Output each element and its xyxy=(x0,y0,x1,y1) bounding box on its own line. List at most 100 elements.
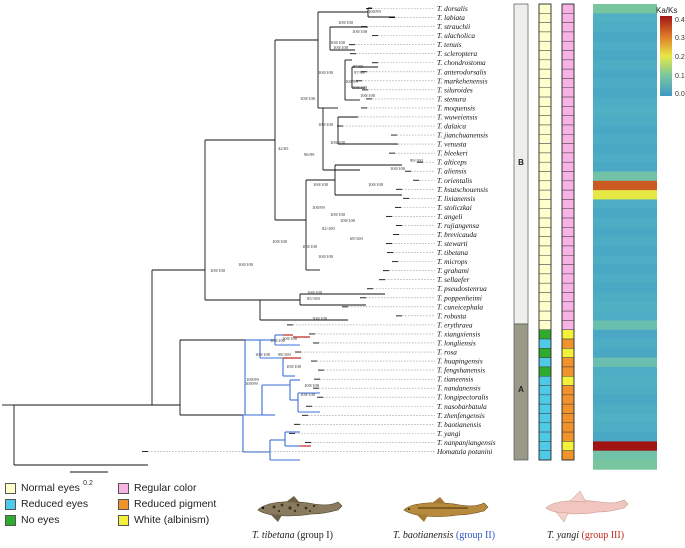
fish-image-baotianensis xyxy=(403,497,489,522)
eye-cell xyxy=(538,413,552,424)
pigment-cell xyxy=(561,199,575,209)
pigment-cell xyxy=(561,115,575,126)
pigment-cell xyxy=(561,357,575,368)
kaks-cell xyxy=(593,199,657,210)
support-value: 100/100 xyxy=(210,268,226,273)
kaks-cell xyxy=(593,376,657,386)
eye-cell xyxy=(538,422,552,433)
support-value: 42/65 xyxy=(278,146,289,151)
support-value: 100/100 xyxy=(302,244,318,249)
support-value: 100/100 xyxy=(238,262,254,267)
support-value: 100/100 xyxy=(340,218,356,223)
colorbar-tick: 0.3 xyxy=(675,35,685,42)
taxon-label: T. dorsalis xyxy=(437,4,468,13)
support-value: 69/100 xyxy=(350,236,363,241)
caption-tibetana: T. tibetana (group I) xyxy=(252,530,333,541)
taxon-label: T. bleekeri xyxy=(437,149,468,158)
pigment-column-frame xyxy=(561,3,575,461)
support-value: 97/99 xyxy=(354,70,365,75)
taxon-label: T. ulacholica xyxy=(437,31,475,40)
kaks-cell xyxy=(593,450,657,461)
support-value: 100/100 xyxy=(286,364,302,369)
support-value: 100/100 xyxy=(338,20,354,25)
legend-label: Normal eyes xyxy=(21,482,80,494)
pigment-cell xyxy=(561,450,575,461)
support-value: 100/100 xyxy=(307,290,323,295)
eye-cell xyxy=(538,40,552,51)
eye-cell xyxy=(538,282,552,293)
caption-group: (group I) xyxy=(297,530,333,541)
pigment-cell xyxy=(561,282,575,293)
kaks-cell xyxy=(593,180,657,191)
kaks-cell xyxy=(593,366,657,377)
caption-species: T. baotianensis xyxy=(393,530,454,541)
pigment-cell xyxy=(561,87,575,98)
taxon-label: T. tianeensis xyxy=(437,375,474,384)
eye-cell xyxy=(538,385,552,396)
taxon-label: T. fengshanensis xyxy=(437,366,485,375)
support-value: 87/99 xyxy=(353,64,364,69)
support-value: 82/100 xyxy=(322,226,335,231)
pigment-cell xyxy=(561,96,575,107)
support-value: 100/100 xyxy=(313,182,329,187)
taxon-label: T. aliensis xyxy=(437,167,467,176)
taxon-label: T. nanpanjiangensis xyxy=(437,438,496,447)
pigment-cell xyxy=(561,301,575,312)
eye-cell xyxy=(538,403,552,414)
eye-cell xyxy=(538,31,552,42)
legend-swatch xyxy=(5,482,16,494)
kaks-cell xyxy=(593,208,657,219)
pigment-cell xyxy=(561,189,575,200)
taxon-label: T. microps xyxy=(437,257,468,266)
taxon-label: T. grahami xyxy=(437,266,469,275)
kaks-cell xyxy=(593,441,657,452)
eye-cell xyxy=(538,68,552,79)
kaks-cell xyxy=(593,124,657,135)
support-value: 100/100 xyxy=(318,122,334,127)
legend-label: No eyes xyxy=(21,514,60,526)
kaks-cell xyxy=(593,385,657,396)
support-value: 100/100 xyxy=(390,166,406,171)
caption-species: T. yangi xyxy=(547,530,580,541)
pigment-cell xyxy=(561,413,575,424)
legend-item-normal-eyes: Normal eyes xyxy=(5,482,80,494)
eye-cell xyxy=(538,366,552,377)
legend-label: Regular color xyxy=(134,482,197,494)
kaks-cell xyxy=(593,273,657,284)
taxon-label: T. hsutschouensis xyxy=(437,185,488,194)
taxon-label: T. orientalis xyxy=(437,176,472,185)
legend-swatch xyxy=(5,514,16,526)
legend-item-no-eyes: No eyes xyxy=(5,514,60,526)
kaks-cell xyxy=(593,329,657,340)
support-value: 100/100 xyxy=(300,96,316,101)
caption-group: (group II) xyxy=(455,530,496,541)
eye-cell xyxy=(538,152,552,163)
support-value: 99/100 xyxy=(410,158,423,163)
taxon-label: T. angeli xyxy=(437,212,462,221)
taxon-label: T. longliensis xyxy=(437,338,476,347)
pigment-cell xyxy=(561,50,575,61)
taxon-label: T. stoliczkai xyxy=(437,203,472,212)
pigment-cell xyxy=(561,134,575,144)
colorbar-tick: 0.2 xyxy=(675,54,685,61)
kaks-cell xyxy=(593,190,657,200)
eye-cell xyxy=(538,292,552,303)
support-value: 96/99 xyxy=(304,152,315,157)
eye-cell xyxy=(538,96,552,107)
kaks-cell xyxy=(593,348,657,359)
pigment-cell xyxy=(561,217,575,228)
eye-cell xyxy=(538,264,552,275)
legend-swatch xyxy=(5,498,16,510)
taxon-label: T. wuweiensis xyxy=(437,112,478,121)
kaks-cell xyxy=(593,394,657,405)
pigment-cell xyxy=(561,59,575,70)
kaks-cell xyxy=(593,134,657,144)
eye-cell xyxy=(538,227,552,237)
support-value: 100/100 xyxy=(368,182,384,187)
kaks-cell xyxy=(593,69,657,79)
pigment-cell xyxy=(561,143,575,154)
kaks-cell xyxy=(593,339,657,349)
clade-label-b: B xyxy=(518,158,524,167)
clade-bar-a xyxy=(513,323,529,461)
legend-item-regular-color: Regular color xyxy=(118,482,196,494)
